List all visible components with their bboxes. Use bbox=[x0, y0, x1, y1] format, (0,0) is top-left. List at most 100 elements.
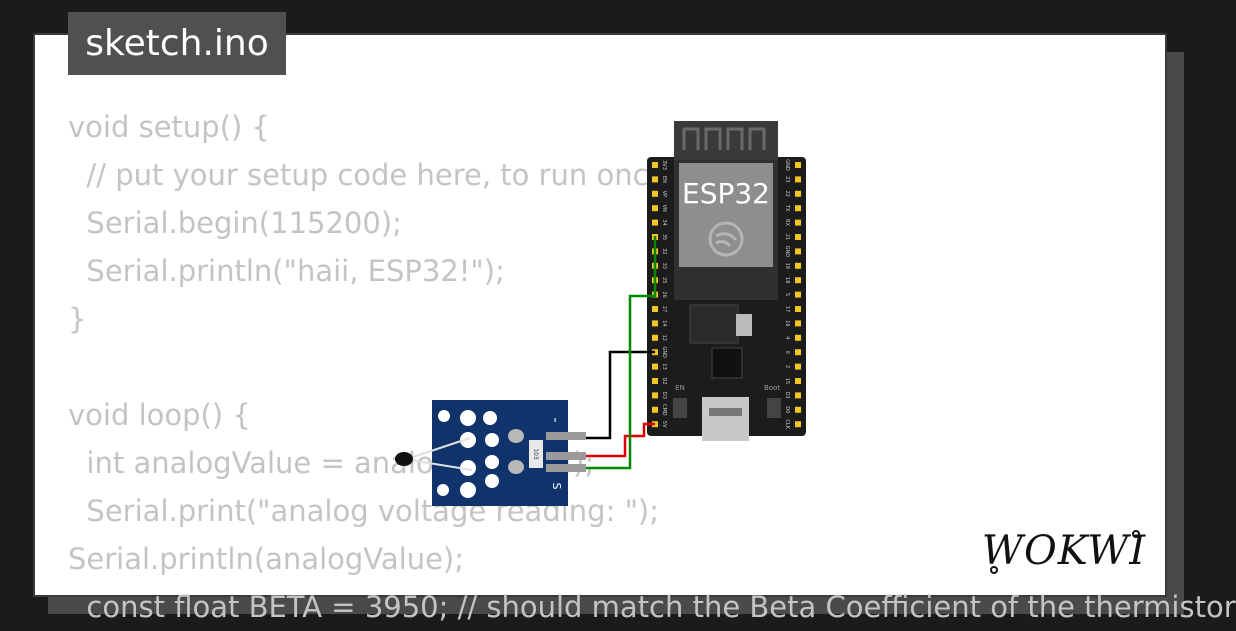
code-editor: void setup() { // put your setup code he… bbox=[68, 103, 1236, 631]
thermistor-leads bbox=[409, 437, 473, 471]
right-pin[interactable] bbox=[795, 320, 801, 327]
left-pin[interactable] bbox=[652, 406, 658, 413]
left-pin[interactable] bbox=[652, 392, 658, 399]
voltage-regulator bbox=[689, 304, 739, 344]
left-pin-label: D3 bbox=[661, 392, 667, 399]
right-pin-label: 22 bbox=[784, 191, 790, 197]
usb-port[interactable] bbox=[702, 397, 749, 441]
right-pin-label: GND bbox=[784, 246, 790, 258]
right-pin[interactable] bbox=[795, 406, 801, 413]
left-pin[interactable] bbox=[652, 190, 658, 197]
pin-gnd[interactable] bbox=[546, 432, 586, 440]
right-pin[interactable] bbox=[795, 248, 801, 255]
ntc-temperature-sensor[interactable]: 103 - S bbox=[395, 400, 586, 506]
right-pin-label: 23 bbox=[784, 176, 790, 182]
pin-s-label: S bbox=[550, 483, 563, 490]
code-line[interactable]: } bbox=[68, 302, 87, 336]
left-pin-label: VN bbox=[661, 205, 667, 212]
right-pin[interactable] bbox=[795, 234, 801, 240]
left-pin-label: 33 bbox=[661, 263, 667, 269]
board-label: ESP32 bbox=[682, 177, 770, 210]
left-pin[interactable] bbox=[652, 306, 658, 312]
right-pin-label: 4 bbox=[784, 336, 790, 339]
left-pin-label: 3V3 bbox=[661, 160, 667, 170]
right-pin[interactable] bbox=[795, 334, 801, 341]
left-pin-label: 34 bbox=[661, 219, 667, 225]
left-pin[interactable] bbox=[652, 320, 658, 327]
en-button[interactable] bbox=[673, 398, 687, 418]
right-pin-label: RX bbox=[784, 219, 790, 226]
right-pin[interactable] bbox=[795, 190, 801, 197]
left-pin-label: 26 bbox=[661, 291, 667, 297]
wokwi-logo: WOKWI bbox=[982, 528, 1145, 574]
left-pin-label: 25 bbox=[661, 277, 667, 283]
left-pin[interactable] bbox=[652, 378, 658, 384]
code-line[interactable]: void loop() { bbox=[68, 398, 251, 432]
right-pin-label: 21 bbox=[784, 234, 790, 240]
left-pin-label: VP bbox=[661, 191, 667, 197]
antenna-trace bbox=[682, 127, 766, 150]
wire-gnd[interactable] bbox=[586, 350, 655, 440]
right-pin[interactable] bbox=[795, 162, 801, 168]
left-pin[interactable] bbox=[652, 162, 658, 168]
right-pin-label: 0 bbox=[784, 351, 790, 354]
right-pin[interactable] bbox=[795, 421, 801, 428]
file-tab-label: sketch.ino bbox=[85, 23, 269, 64]
left-pin[interactable] bbox=[652, 334, 658, 341]
regulator-tab bbox=[736, 314, 752, 336]
left-pin-label: CMD bbox=[661, 404, 667, 416]
code-line[interactable]: Serial.println("haii, ESP32!"); bbox=[68, 254, 505, 288]
esp32-board[interactable]: ESP32 EN Boot 3V3ENVPVN34353233252627141… bbox=[647, 121, 806, 441]
right-pin[interactable] bbox=[795, 291, 801, 298]
right-pin[interactable] bbox=[795, 219, 801, 226]
right-pin[interactable] bbox=[795, 277, 801, 284]
right-pin-label: D1 bbox=[784, 392, 790, 399]
left-pin-label: 35 bbox=[661, 234, 667, 240]
left-pin[interactable] bbox=[652, 219, 658, 226]
right-pin-label: TX bbox=[784, 204, 790, 212]
circuit-diagram: ESP32 EN Boot 3V3ENVPVN34353233252627141… bbox=[395, 121, 806, 506]
right-pin-label: 19 bbox=[784, 263, 790, 269]
smd-resistor bbox=[529, 440, 543, 468]
usb-chip bbox=[711, 347, 743, 379]
right-pin-label: 17 bbox=[784, 306, 790, 312]
code-line[interactable]: const float BETA = 3950; // should match… bbox=[68, 590, 1236, 624]
boot-button[interactable] bbox=[767, 398, 781, 418]
right-pin[interactable] bbox=[795, 378, 801, 384]
left-pin-label: 12 bbox=[661, 335, 667, 341]
pin-vcc[interactable] bbox=[546, 452, 586, 460]
right-pin-label: 18 bbox=[784, 277, 790, 283]
wire-vcc[interactable] bbox=[586, 422, 655, 458]
right-pin[interactable] bbox=[795, 262, 801, 269]
left-pin-label: EN bbox=[661, 176, 667, 183]
left-pin-label: 32 bbox=[661, 248, 667, 254]
pin-signal[interactable] bbox=[546, 464, 586, 472]
left-pin-label: 5V bbox=[661, 421, 667, 428]
en-button-label: EN bbox=[675, 384, 685, 392]
left-pin[interactable] bbox=[652, 205, 658, 212]
espressif-logo-icon bbox=[708, 221, 744, 257]
right-pin[interactable] bbox=[795, 392, 801, 399]
sensor-pcb bbox=[432, 400, 568, 506]
left-pin-label: D2 bbox=[661, 377, 667, 384]
right-pin[interactable] bbox=[795, 205, 801, 212]
pin-minus-label: - bbox=[547, 417, 563, 422]
right-pin[interactable] bbox=[795, 363, 801, 370]
right-pin[interactable] bbox=[795, 176, 801, 183]
right-pin[interactable] bbox=[795, 349, 801, 356]
code-line[interactable]: // put your setup code here, to run once… bbox=[68, 158, 677, 192]
left-pin[interactable] bbox=[652, 176, 658, 183]
code-line[interactable]: void setup() { bbox=[68, 110, 270, 144]
left-pin[interactable] bbox=[652, 363, 658, 370]
resistor-label: 103 bbox=[532, 448, 539, 460]
file-tab[interactable]: sketch.ino bbox=[68, 12, 286, 75]
code-preview-card: void setup() { // put your setup code he… bbox=[33, 33, 1236, 624]
wire-signal[interactable] bbox=[586, 236, 657, 470]
right-pin[interactable] bbox=[795, 306, 801, 312]
code-line[interactable]: Serial.println(analogValue); bbox=[68, 542, 465, 576]
right-pin-label: GND bbox=[784, 159, 790, 171]
code-line[interactable]: Serial.begin(115200); bbox=[68, 206, 402, 240]
thermistor-bead[interactable] bbox=[395, 452, 413, 466]
left-pin-label: 13 bbox=[661, 363, 667, 369]
